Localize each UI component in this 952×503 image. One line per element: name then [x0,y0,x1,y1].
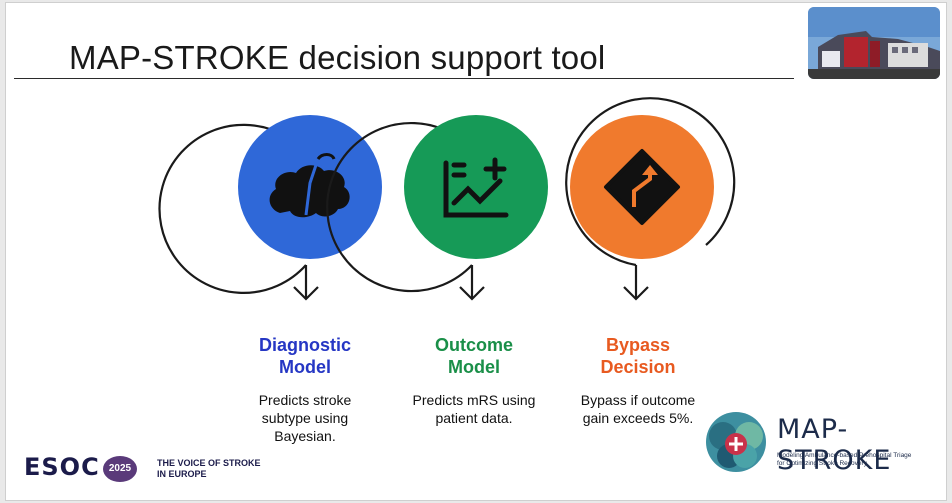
esoc-tagline-line2: IN EUROPE [157,469,207,479]
step-outcome-desc: Predicts mRS using patient data. [389,391,559,427]
esoc-year-badge: 2025 [103,456,137,482]
step-bypass-title: Bypass Decision [563,334,713,378]
step-bypass-title-line1: Bypass [605,335,671,355]
step-diagnostic-desc-line2: subtype using [261,410,349,426]
step-outcome-title: Outcome Model [399,334,549,378]
map-stroke-wordmark: MAP-STROKE [777,414,892,476]
map-stroke-subtitle-line1: Modeling Ambulance-based Prehospital Tri… [777,452,912,459]
step-diagnostic-desc-line3: Bayesian. [274,428,336,444]
slide-title: MAP-STROKE decision support tool [69,39,606,76]
step-bypass-desc: Bypass if outcome gain exceeds 5%. [558,391,718,427]
map-stroke-logo: MAP-STROKE Modeling Ambulance-based Preh… [699,406,939,478]
step-bypass-desc-line2: gain exceeds 5%. [582,410,694,426]
title-divider [14,78,794,79]
step-diagnostic-desc-line1: Predicts stroke [258,392,352,408]
map-stroke-subtitle: Modeling Ambulance-based Prehospital Tri… [777,452,937,468]
step-diagnostic-title: Diagnostic Model [230,334,380,378]
step-bypass-title-line2: Decision [600,357,676,377]
step-bypass-desc-line1: Bypass if outcome [580,392,696,408]
brain-icon [269,153,350,218]
step-diagnostic-title-line2: Model [279,357,331,377]
esoc-tagline: THE VOICE OF STROKE IN EUROPE [157,458,277,480]
brain-cross-icon [706,412,766,472]
step-diagnostic-title-line1: Diagnostic [258,335,351,355]
step-outcome-desc-line2: patient data. [435,410,513,426]
step-outcome-desc-line1: Predicts mRS using [412,392,536,408]
turn-sign-icon [604,149,680,225]
outcome-circle [404,115,548,259]
esoc-wordmark: ESOC [24,453,100,481]
venue-photo [808,7,940,79]
map-stroke-subtitle-line2: for Optimizing Stroke Recovery [777,460,867,467]
step-bypass [565,97,736,301]
step-outcome-title-line1: Outcome [434,335,513,355]
step-diagnostic-desc: Predicts stroke subtype using Bayesian. [230,391,380,445]
esoc-tagline-line1: THE VOICE OF STROKE [157,458,261,468]
chart-plus-icon [443,157,509,218]
steps-diagram [158,97,736,301]
step-outcome-title-line2: Model [448,357,500,377]
step-outcome [326,115,548,301]
slide: MAP-STROKE decision support tool [5,2,947,501]
step-diagnostic [158,115,382,301]
